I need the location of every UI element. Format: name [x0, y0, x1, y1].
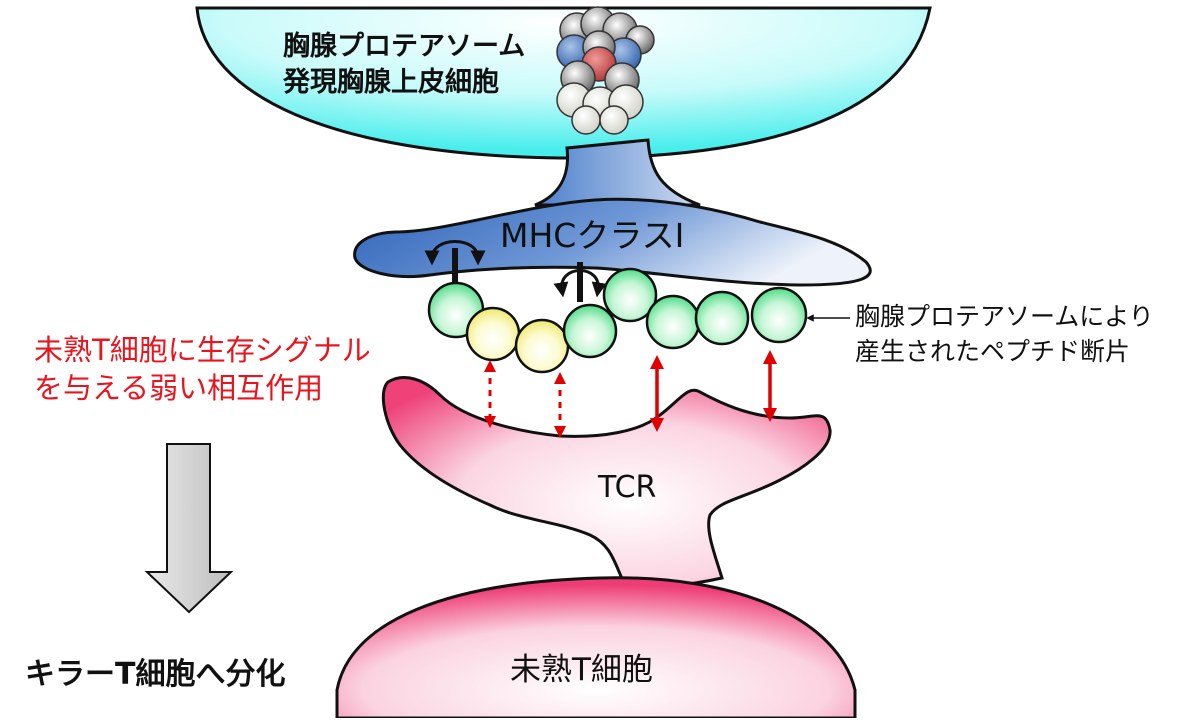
peptide-bead	[465, 306, 521, 362]
anchor-arrow-left	[424, 240, 486, 288]
peptide-bead	[514, 318, 570, 374]
peptide-bead	[694, 290, 750, 346]
mhc-stem-shape	[534, 138, 701, 207]
peptide-bead	[750, 286, 808, 344]
peptide-bead	[602, 267, 658, 323]
t-cell-shape	[335, 576, 857, 720]
interaction-label-line1: 未熟T細胞に生存シグナル	[34, 333, 371, 367]
outcome-label: キラーT細胞へ分化	[25, 657, 285, 692]
t-cell-label: 未熟T細胞	[510, 652, 653, 688]
peptide-label-line1: 胸腺プロテアソームにより	[855, 302, 1154, 331]
tcr-shape	[381, 376, 832, 589]
tcr-label: TCR	[597, 470, 656, 505]
mhc-label: MHCクラスI	[500, 216, 684, 255]
differentiation-arrow-icon	[144, 443, 234, 614]
peptide-chain	[427, 267, 808, 374]
interaction-label-line2: を与える弱い相互作用	[34, 371, 323, 405]
anchor-arrow-right	[553, 262, 607, 302]
peptide-bead	[562, 303, 618, 359]
proteasome-icon	[556, 6, 655, 135]
epithelial-label-line1: 胸腺プロテアソーム	[283, 31, 525, 62]
epithelial-label-line2: 発現胸腺上皮細胞	[282, 67, 499, 98]
peptide-bead	[645, 294, 701, 350]
peptide-label-line2: 産生されたペプチド断片	[855, 337, 1130, 366]
